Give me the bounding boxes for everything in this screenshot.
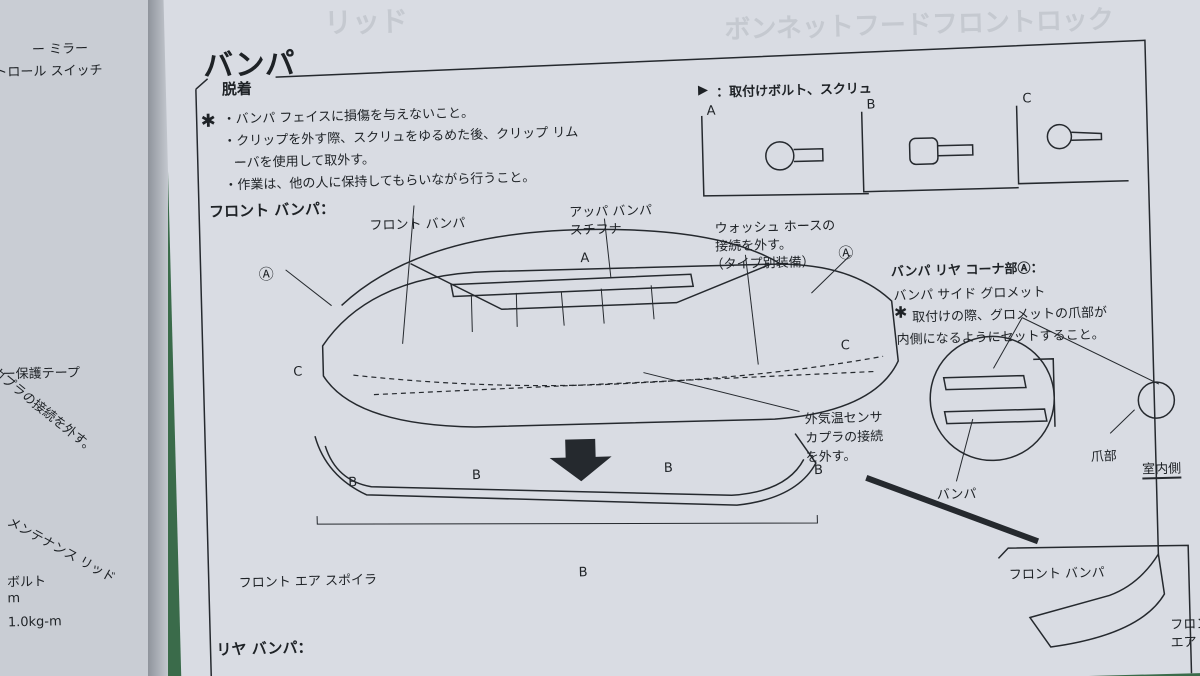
label-sensor-2: カプラの接続 bbox=[805, 429, 884, 447]
diagram-lines bbox=[195, 39, 1193, 676]
front-bumper-heading: フロント バンパ： bbox=[208, 199, 336, 221]
label-b-4: B bbox=[813, 462, 824, 479]
label-b-1: B bbox=[471, 467, 482, 484]
label-washer-3: （タイプ別装備） bbox=[710, 255, 815, 273]
detail-front-bumper: フロント バンパ bbox=[1008, 565, 1105, 584]
corner-title: バンパ リヤ コーナ部Ⓐ： bbox=[890, 261, 1044, 281]
label-b-bottom: B bbox=[578, 565, 588, 581]
label-b-3: B bbox=[348, 475, 358, 491]
detail-front-air-2: エア スポイ bbox=[1170, 634, 1200, 651]
label-sensor-3: を外す。 bbox=[805, 449, 857, 466]
detail-front-air-1: フロント bbox=[1170, 616, 1200, 633]
left-text-bolt: ボルト bbox=[6, 574, 47, 591]
fastener-label-b: B bbox=[866, 97, 876, 113]
left-text-switch: トロール スイッチ bbox=[0, 63, 103, 81]
corner-star-icon: ✱ bbox=[893, 302, 908, 322]
left-text-torque: 1.0kg-m bbox=[7, 614, 62, 631]
triangle-marker-icon: ▶ bbox=[697, 82, 709, 99]
corner-line-1: バンパ サイド グロメット bbox=[893, 285, 1046, 304]
manual-page: バンパ リッド ボンネットフードフロントロック bbox=[163, 0, 1200, 676]
label-upper-stiffener-1: アッパ バンパ bbox=[569, 203, 653, 221]
note-3: ーバを使用して取外す。 bbox=[233, 152, 376, 172]
label-upper-stiffener-2: スチフナ bbox=[569, 222, 622, 239]
corner-inside-label: 室内側 bbox=[1141, 457, 1182, 480]
label-c-left: C bbox=[293, 364, 303, 380]
label-sensor-1: 外気温センサ bbox=[804, 410, 883, 428]
label-a-top: A bbox=[580, 250, 590, 267]
label-circle-a-left: Ⓐ bbox=[258, 265, 274, 284]
label-b-2: B bbox=[663, 460, 674, 477]
corner-claw-label: 爪部 bbox=[1090, 449, 1118, 465]
left-text-m: m bbox=[7, 591, 21, 607]
rear-bumper-heading: リヤ バンパ： bbox=[216, 638, 313, 659]
corner-bumper-label: バンパ bbox=[936, 486, 977, 503]
label-circle-a-right: Ⓐ bbox=[838, 244, 854, 263]
section-label: 脱着 bbox=[217, 77, 257, 100]
label-spoiler: フロント エア スポイラ bbox=[238, 572, 378, 592]
label-c-right: C bbox=[840, 338, 851, 354]
left-text-mirror: ー ミラー bbox=[31, 41, 89, 58]
label-front-bumper: フロント バンパ bbox=[369, 216, 466, 234]
book-gutter bbox=[148, 0, 168, 676]
fastener-label-c: C bbox=[1022, 91, 1032, 107]
left-text-tape: ー保護テープ bbox=[2, 365, 81, 383]
caution-star-icon: ✱ bbox=[200, 110, 217, 133]
fastener-label-a: A bbox=[706, 103, 716, 119]
left-page: ー ミラー トロール スイッチ カプラの接続を外す。 ー保護テープ メンテナンス… bbox=[0, 0, 166, 676]
